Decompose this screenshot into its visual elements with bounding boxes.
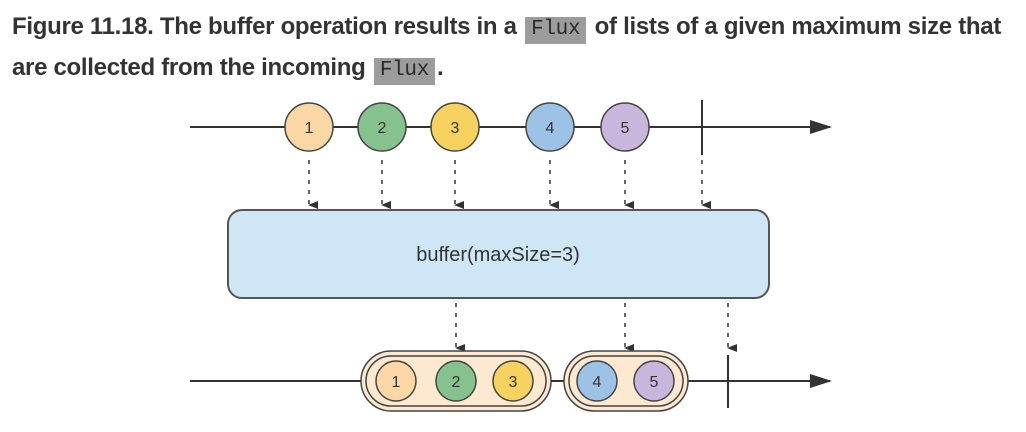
buffer-2-marble-5-label: 5 xyxy=(650,374,659,391)
input-marble-2: 2 xyxy=(357,102,407,152)
input-marble-4: 4 xyxy=(525,102,575,152)
marble-circle-1 xyxy=(284,102,334,152)
caption-code-flux-1: Flux xyxy=(525,17,587,44)
operator-label: buffer(maxSize=3) xyxy=(416,244,580,266)
buffer-1-marble-1 xyxy=(375,360,417,402)
output-buffer-1: 1 2 3 xyxy=(360,350,552,412)
buffer-2-marble-4-label: 4 xyxy=(593,374,602,391)
buffer-1-marble-3 xyxy=(492,360,534,402)
figure-caption: Figure 11.18. The buffer operation resul… xyxy=(12,8,1012,90)
operator-box xyxy=(227,209,770,299)
operator-to-output-arrows xyxy=(455,303,737,352)
marble-circle-3 xyxy=(430,102,480,152)
input-marble-1: 1 xyxy=(284,102,334,152)
caption-text-1: Figure 11.18. The buffer operation resul… xyxy=(12,13,517,40)
marble-circle-2 xyxy=(357,102,407,152)
caption-text-3: . xyxy=(437,54,444,81)
buffer-2-capsule-inner xyxy=(568,355,684,407)
buffer-2-marble-5 xyxy=(633,360,675,402)
buffer-1-marble-3-label: 3 xyxy=(509,374,518,391)
output-buffer-2: 4 5 xyxy=(563,350,689,412)
input-marble-3: 3 xyxy=(430,102,480,152)
buffer-1-marble-1-label: 1 xyxy=(392,374,401,391)
input-marble-5: 5 xyxy=(600,102,650,152)
marble-label-4: 4 xyxy=(546,120,555,137)
buffer-1-marble-2-label: 2 xyxy=(452,374,461,391)
buffer-1-marble-2 xyxy=(435,360,477,402)
marble-label-5: 5 xyxy=(621,120,630,137)
input-to-operator-arrows xyxy=(308,160,711,209)
marble-circle-5 xyxy=(600,102,650,152)
marble-label-2: 2 xyxy=(378,120,387,137)
marble-label-3: 3 xyxy=(451,120,460,137)
caption-code-flux-2: Flux xyxy=(373,58,436,85)
marble-circle-4 xyxy=(525,102,575,152)
marble-label-1: 1 xyxy=(305,120,314,137)
caption-text-2: of lists of a given maximum size that ar… xyxy=(12,13,1002,81)
buffer-1-capsule-inner xyxy=(365,355,547,407)
buffer-2-marble-4 xyxy=(576,360,618,402)
